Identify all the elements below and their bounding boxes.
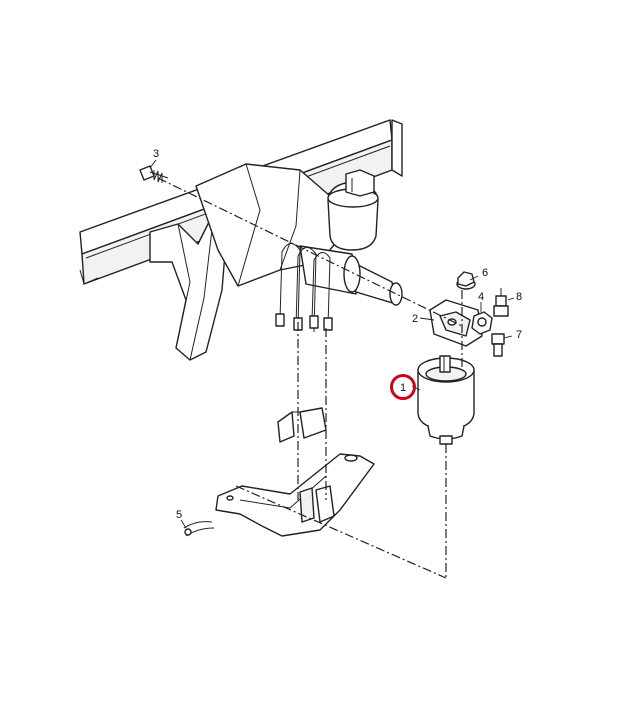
part-6-flange-nut <box>456 271 476 290</box>
spring-hanger-bracket <box>149 211 229 361</box>
leader-lines <box>149 159 482 529</box>
callout-4[interactable]: 4 <box>478 291 484 303</box>
part-5-clip <box>183 521 215 537</box>
part-8-fitting <box>493 288 515 317</box>
part-7-fitting <box>491 333 513 357</box>
callout-3[interactable]: 3 <box>153 148 159 160</box>
part-4-nut <box>471 311 493 335</box>
callout-2[interactable]: 2 <box>412 313 418 325</box>
air-spring <box>327 169 379 251</box>
callout-5[interactable]: 5 <box>176 509 182 521</box>
part-3-bolt <box>139 165 169 183</box>
callout-labels: 1 2 3 4 5 6 7 8 <box>153 148 522 521</box>
lower-mounting-plate <box>215 453 375 537</box>
callout-7[interactable]: 7 <box>516 329 522 341</box>
callout-8[interactable]: 8 <box>516 291 522 303</box>
callout-1-highlight-ring[interactable] <box>390 374 416 400</box>
callout-6[interactable]: 6 <box>482 267 488 279</box>
spindle-shaft <box>299 245 403 306</box>
spacer-block <box>277 407 327 443</box>
callout-1[interactable]: 1 <box>400 382 406 394</box>
part-1-cylindrical-unit <box>417 355 475 445</box>
assembly-center-lines <box>157 177 463 579</box>
